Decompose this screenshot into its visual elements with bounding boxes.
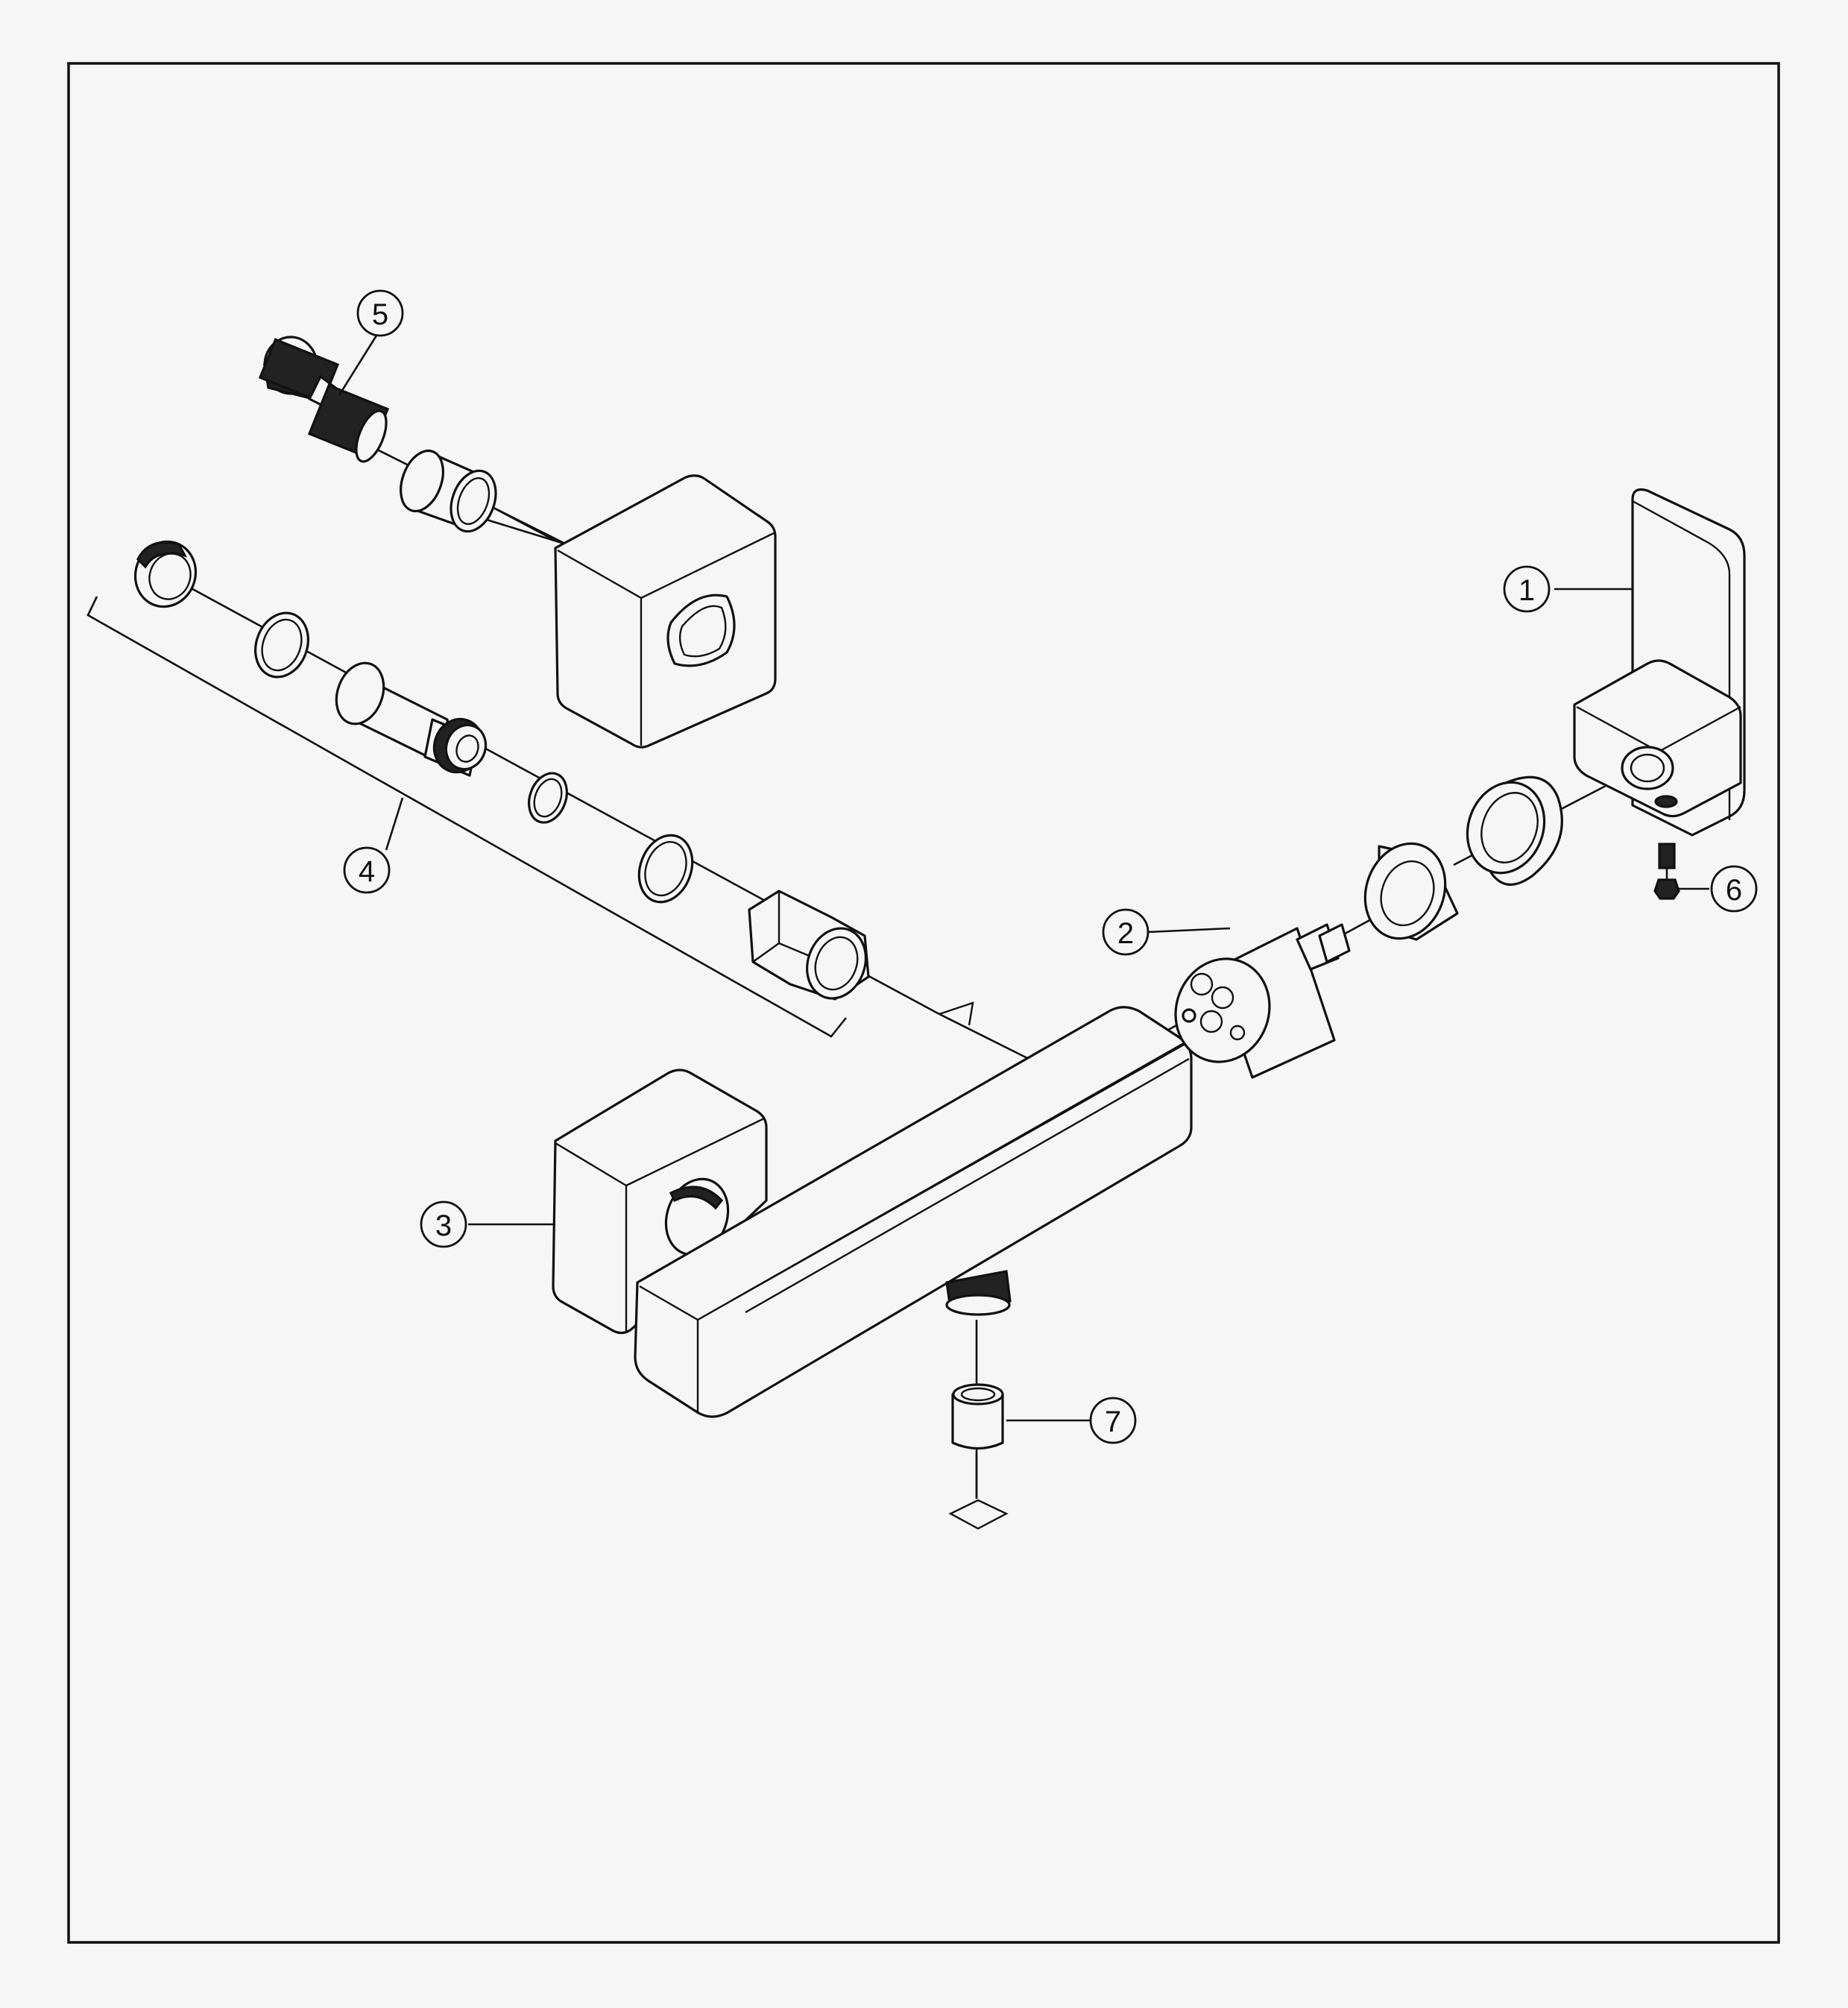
grub-screw xyxy=(1653,843,1680,900)
callout-2: 2 xyxy=(1102,908,1150,956)
outlet-nipple xyxy=(948,1383,1009,1530)
svg-text:3: 3 xyxy=(435,1209,452,1242)
dome-cover xyxy=(1466,775,1563,886)
sleeve-nut xyxy=(400,449,497,533)
svg-text:6: 6 xyxy=(1726,874,1742,907)
square-escutcheon-top xyxy=(554,474,777,749)
svg-text:5: 5 xyxy=(372,298,388,331)
cartridge xyxy=(1174,923,1351,1079)
callout-1: 1 xyxy=(1503,565,1551,613)
lever-handle xyxy=(1573,488,1746,837)
callout-6: 6 xyxy=(1710,865,1758,913)
mixer-body xyxy=(552,1001,1193,1418)
svg-text:1: 1 xyxy=(1519,574,1535,607)
callout-4: 4 xyxy=(343,846,391,894)
svg-text:4: 4 xyxy=(359,855,375,888)
eccentric-connector xyxy=(258,336,390,463)
diagram-frame xyxy=(67,62,1780,1944)
svg-text:2: 2 xyxy=(1117,917,1134,950)
group-4-bracket xyxy=(86,596,848,1038)
callout-7: 7 xyxy=(1089,1397,1137,1444)
extension-union-parts xyxy=(133,540,870,1001)
callout-leaders xyxy=(338,335,1709,1422)
svg-text:7: 7 xyxy=(1105,1406,1121,1438)
adapter-ring xyxy=(1363,842,1459,941)
callout-3: 3 xyxy=(420,1200,467,1248)
callout-5: 5 xyxy=(356,289,404,337)
